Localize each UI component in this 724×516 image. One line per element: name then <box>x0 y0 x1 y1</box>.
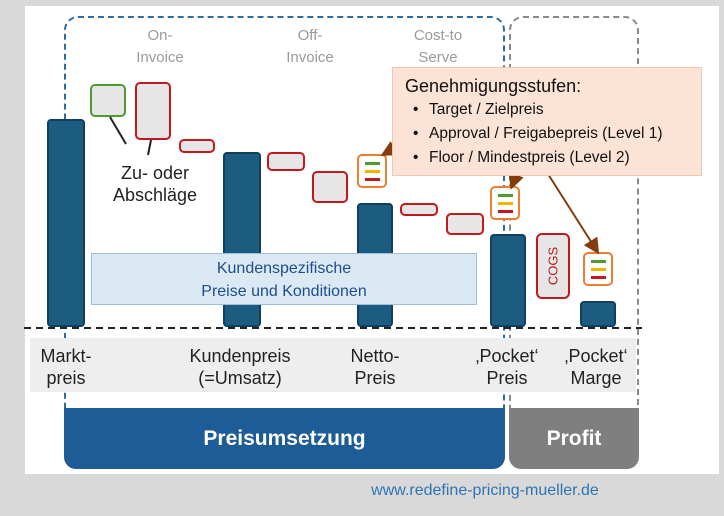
label-kundenpreis: Kundenpreis (=Umsatz) <box>189 346 291 388</box>
off-invoice-box-2 <box>312 171 348 203</box>
label-row-band <box>30 338 636 392</box>
header-cost-to-serve: Cost-to Serve <box>413 27 463 66</box>
footer-preisumsetzung: Preisumsetzung <box>64 408 505 469</box>
website-url: www.redefine-pricing-mueller.de <box>371 482 599 499</box>
bar-marktpreis <box>47 119 85 327</box>
footer-profit: Profit <box>509 408 639 469</box>
list-item: Floor / Mindestpreis (Level 2) <box>413 146 689 170</box>
label-marktpreis: Markt- preis <box>40 346 92 388</box>
approval-level-icon <box>357 154 387 188</box>
approval-level-list: Target / Zielpreis Approval / Freigabepr… <box>405 98 689 170</box>
list-item: Target / Zielpreis <box>413 98 689 122</box>
callout-title: Genehmigungsstufen: <box>405 76 582 96</box>
cost-to-serve-box-1 <box>400 203 438 216</box>
off-invoice-box-1 <box>267 152 305 171</box>
bar-pocket-marge <box>580 301 616 327</box>
label-nettopreis: Netto- Preis <box>350 346 400 388</box>
cost-to-serve-box-2 <box>446 213 484 235</box>
discount-box-large <box>135 82 171 140</box>
header-on-invoice: On- Invoice <box>136 27 184 66</box>
surcharge-box <box>90 84 126 117</box>
label-pocket-preis: ‚Pocket‘ Preis <box>475 346 539 388</box>
approval-level-icon <box>490 186 520 220</box>
bar-pocket-preis <box>490 234 526 327</box>
customer-specific-box: Kundenspezifische Preise und Konditionen <box>91 253 477 305</box>
cogs-box: COGS <box>536 233 570 299</box>
discount-box-small <box>179 139 215 153</box>
list-item: Approval / Freigabepreis (Level 1) <box>413 122 689 146</box>
approval-levels-callout: Genehmigungsstufen: Target / Zielpreis A… <box>392 67 702 176</box>
header-off-invoice: Off- Invoice <box>286 27 334 66</box>
label-pocket-marge: ‚Pocket‘ Marge <box>564 346 628 388</box>
surcharge-discount-label: Zu- oder Abschläge <box>112 163 198 205</box>
